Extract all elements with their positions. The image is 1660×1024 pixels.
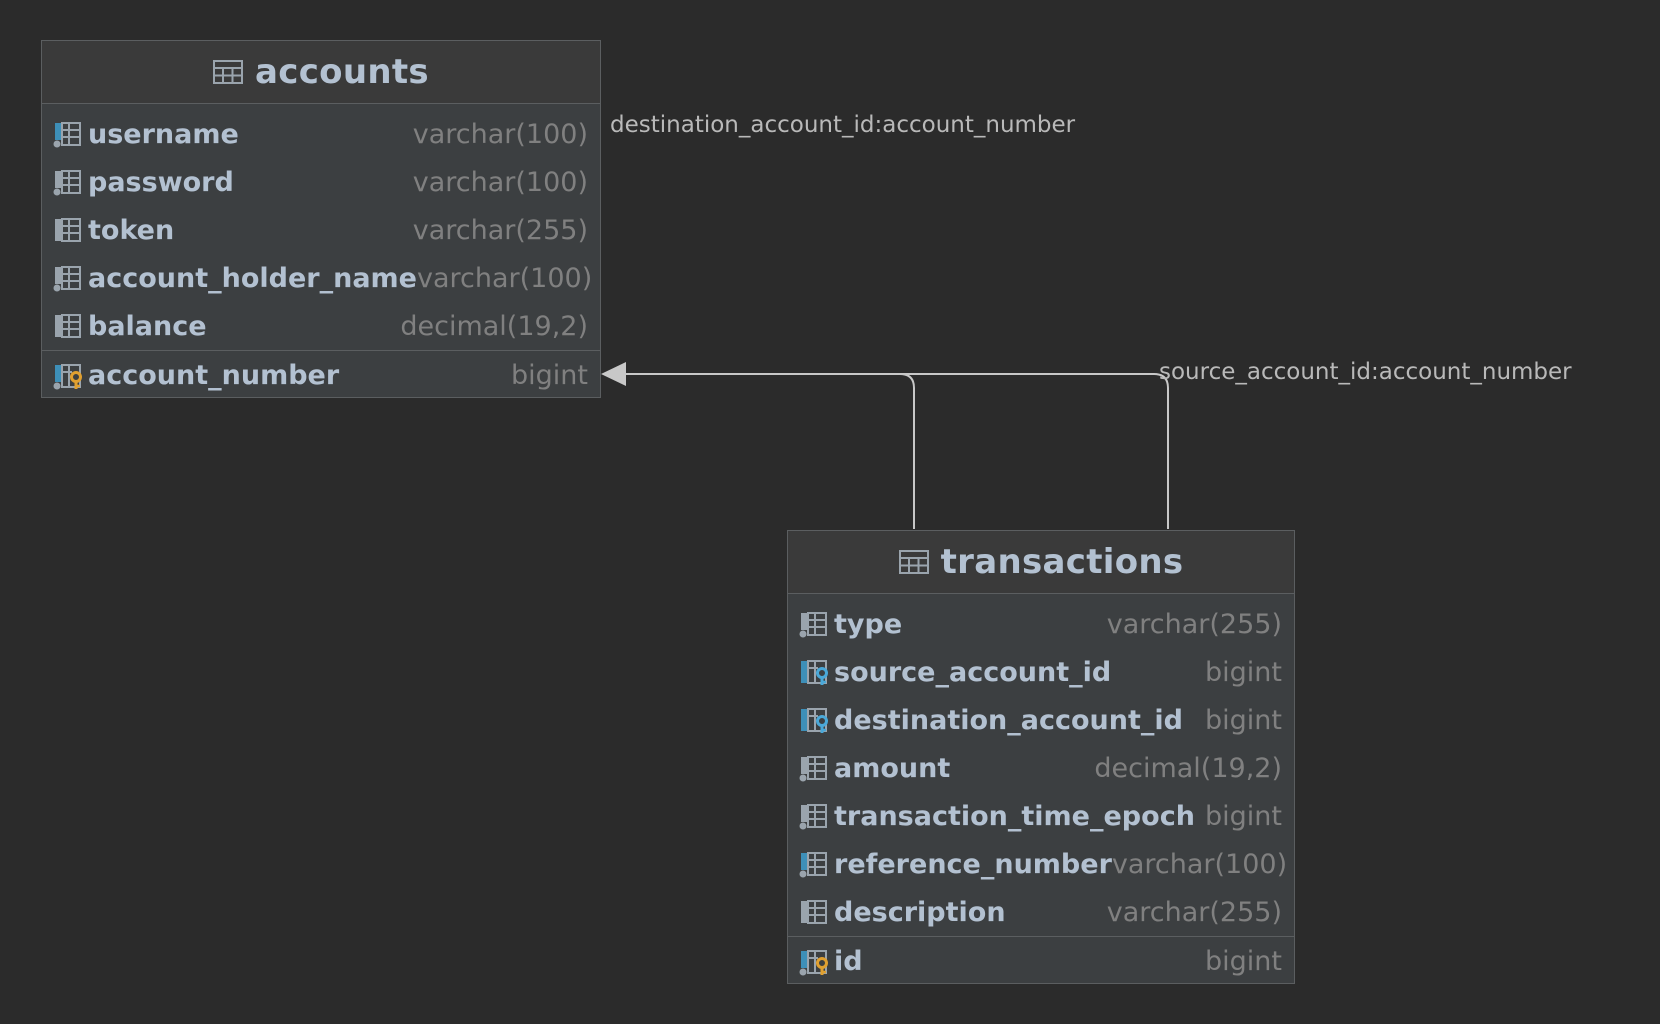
column-type: bigint [511, 360, 588, 391]
column-row-token[interactable]: token varchar(255) [42, 206, 600, 254]
column-icon [52, 312, 82, 340]
column-type: bigint [1205, 704, 1282, 736]
column-name: reference_number [834, 848, 1112, 880]
column-type: varchar(255) [412, 214, 588, 246]
column-row-description[interactable]: description varchar(255) [788, 888, 1294, 936]
column-type: varchar(100) [412, 166, 588, 198]
column-name: password [88, 166, 234, 198]
relation-label-destination: destination_account_id:account_number [610, 112, 1076, 138]
table-transactions[interactable]: transactions type varchar(255) source_ac… [787, 530, 1295, 984]
column-row-destination-account-id[interactable]: destination_account_id bigint [788, 696, 1294, 744]
column-row-balance[interactable]: balance decimal(19,2) [42, 302, 600, 350]
column-name: transaction_time_epoch [834, 800, 1195, 832]
relation-line-source[interactable] [900, 373, 1169, 529]
primary-key-icon [52, 363, 82, 390]
column-icon [798, 898, 828, 926]
column-row-transaction-time-epoch[interactable]: transaction_time_epoch bigint [788, 792, 1294, 840]
column-row-account-number[interactable]: account_number bigint [42, 350, 600, 400]
column-type: bigint [1205, 656, 1282, 688]
column-name: username [88, 118, 239, 150]
column-row-source-account-id[interactable]: source_account_id bigint [788, 648, 1294, 696]
foreign-key-icon [799, 707, 828, 734]
column-icon [798, 850, 828, 878]
column-icon [798, 754, 828, 782]
relation-label-source: source_account_id:account_number [1159, 359, 1572, 385]
foreign-key-icon [799, 659, 828, 686]
column-name: amount [834, 752, 951, 784]
column-icon [52, 264, 82, 292]
column-type: bigint [1205, 800, 1282, 832]
relation-arrowhead [601, 362, 626, 386]
column-icon [52, 216, 82, 244]
column-name: source_account_id [834, 656, 1112, 688]
column-row-password[interactable]: password varchar(100) [42, 158, 600, 206]
column-type: bigint [1205, 946, 1282, 977]
table-header[interactable]: transactions [788, 531, 1294, 594]
primary-key-icon [798, 949, 828, 976]
column-type: varchar(100) [1111, 848, 1288, 880]
column-icon [798, 802, 828, 830]
table-title: transactions [940, 542, 1184, 582]
column-type: varchar(255) [1106, 608, 1282, 640]
table-icon [213, 60, 244, 84]
column-name: destination_account_id [834, 704, 1183, 736]
column-icon [52, 168, 82, 196]
column-name: type [834, 608, 903, 640]
column-row-amount[interactable]: amount decimal(19,2) [788, 744, 1294, 792]
column-name: description [834, 896, 1006, 928]
column-type: decimal(19,2) [1094, 752, 1282, 784]
column-row-id[interactable]: id bigint [788, 936, 1294, 986]
column-type: varchar(100) [417, 262, 593, 294]
relation-line-destination[interactable] [622, 373, 915, 529]
column-type: varchar(100) [412, 118, 588, 150]
table-header[interactable]: accounts [42, 41, 600, 104]
column-name: account_holder_name [88, 262, 417, 294]
column-name: balance [88, 310, 207, 342]
column-row-username[interactable]: username varchar(100) [42, 110, 600, 158]
column-list: username varchar(100) password varchar(1… [42, 104, 600, 350]
column-icon [798, 610, 828, 638]
column-row-reference-number[interactable]: reference_number varchar(100) [788, 840, 1294, 888]
column-name: account_number [88, 360, 340, 391]
column-row-account-holder-name[interactable]: account_holder_name varchar(100) [42, 254, 600, 302]
column-type: decimal(19,2) [400, 310, 588, 342]
column-icon [52, 120, 82, 148]
column-row-type[interactable]: type varchar(255) [788, 600, 1294, 648]
column-name: token [88, 214, 175, 246]
column-list: type varchar(255) source_account_id bigi… [788, 594, 1294, 936]
column-type: varchar(255) [1106, 896, 1282, 928]
column-name: id [834, 946, 863, 977]
table-accounts[interactable]: accounts username varchar(100) password … [41, 40, 601, 398]
table-title: accounts [255, 52, 429, 92]
table-icon [898, 550, 929, 574]
